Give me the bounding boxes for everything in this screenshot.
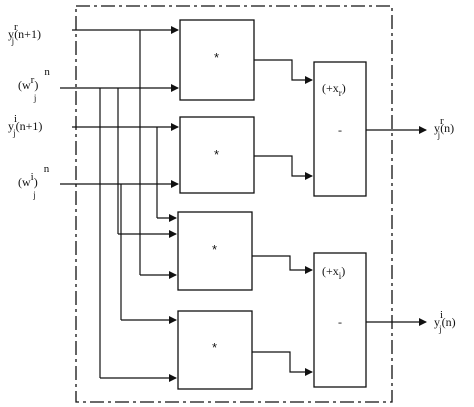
input-wires — [60, 26, 179, 382]
multiplier-block-2 — [179, 116, 255, 194]
multiplier-symbol-1: * — [214, 50, 219, 65]
combiner-op-imag: - — [338, 315, 342, 329]
multiplier-block-4 — [177, 310, 253, 390]
combiner-sign-imag: (+xi) — [322, 264, 345, 281]
multiplier-block-3 — [177, 211, 253, 291]
combiner-block-real — [313, 61, 367, 197]
enclosing-frame — [75, 5, 393, 403]
combiner-op-real: - — [338, 123, 342, 137]
multiplier-symbol-4: * — [212, 340, 217, 355]
combiner-wires — [252, 59, 313, 376]
multiplier-symbol-2: * — [214, 147, 219, 162]
multiplier-symbol-3: * — [212, 242, 217, 257]
combiner-sign-real: (+xr) — [322, 81, 346, 98]
multiplier-block-1 — [179, 19, 255, 101]
combiner-block-imag — [313, 252, 367, 388]
